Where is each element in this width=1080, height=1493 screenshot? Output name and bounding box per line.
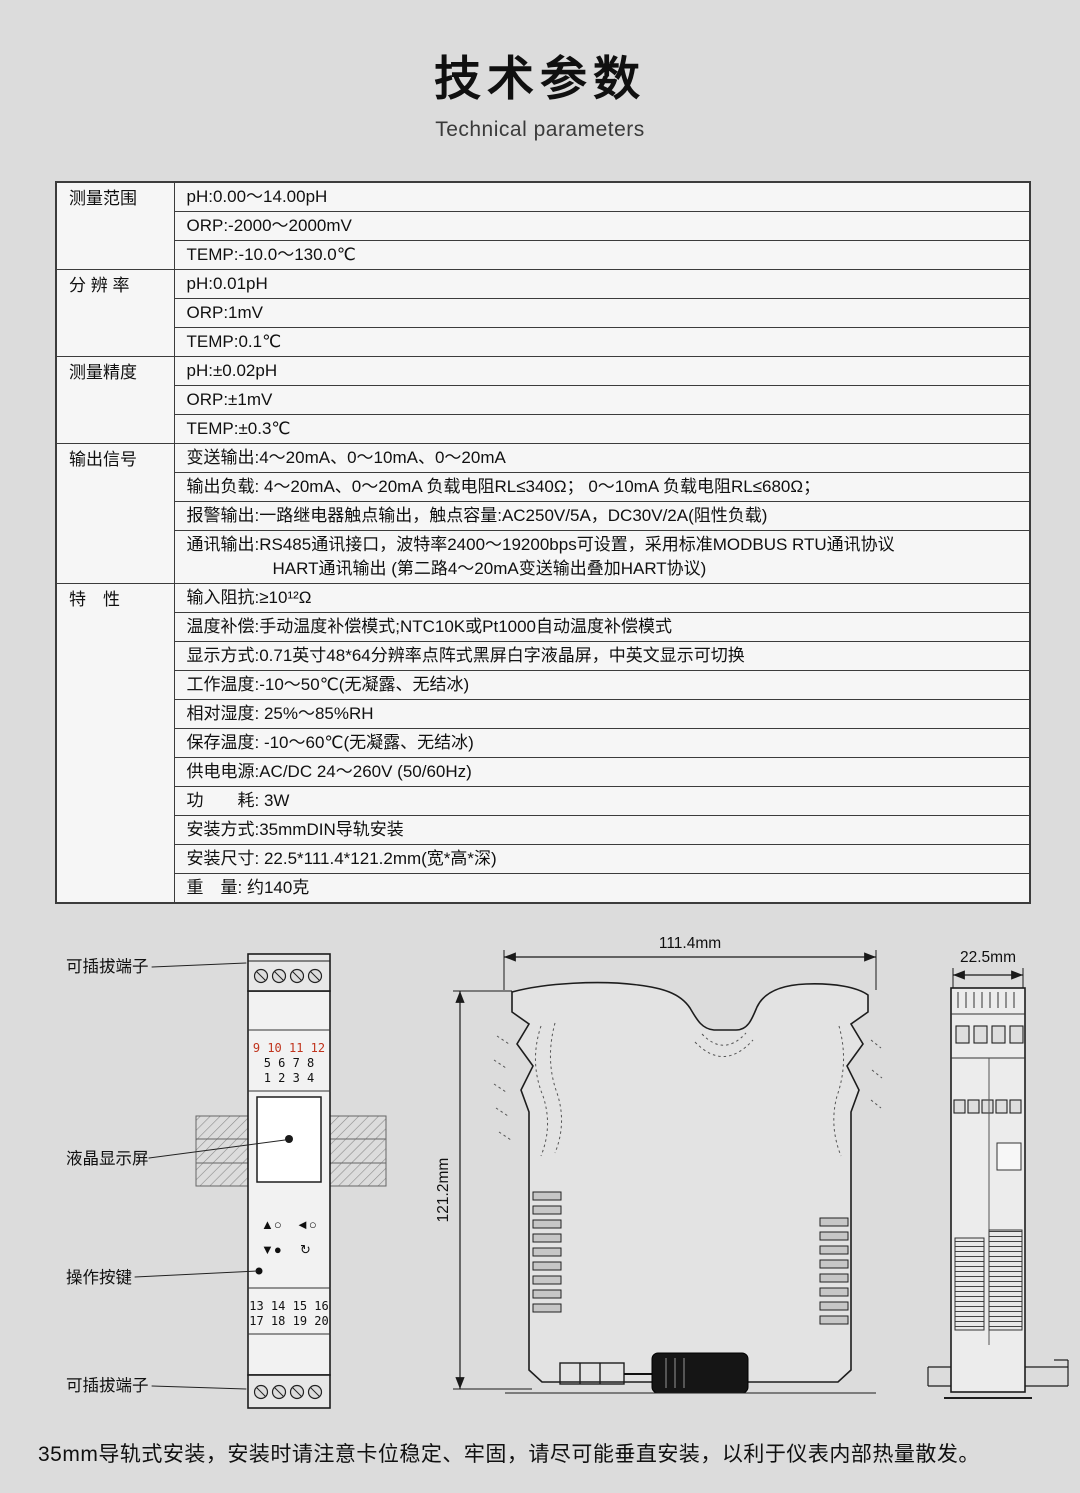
leader-lines (134, 962, 286, 1390)
spec-item: 温度补偿:手动温度补偿模式;NTC10K或Pt1000自动温度补偿模式 (173, 612, 1031, 642)
dim-height-label: 121.2mm (435, 1158, 452, 1223)
spec-item: 报警输出:一路继电器触点输出，触点容量:AC250V/5A，DC30V/2A(阻… (173, 501, 1031, 531)
spec-item: 相对湿度: 25%～85%RH (173, 699, 1031, 729)
end-top-comb (957, 992, 1015, 1008)
end-terminals-row1 (955, 1025, 1024, 1044)
dim-depth-label: 22.5mm (960, 949, 1016, 966)
spec-item: 工作温度:-10～50℃(无凝露、无结冰) (173, 670, 1031, 700)
terminal-numbers-row4: 13 14 15 16 (249, 1299, 328, 1313)
terminal-block-bottom (247, 1374, 331, 1409)
spec-item: 保存温度: -10～60℃(无凝露、无结冰) (173, 728, 1031, 758)
label-lcd: 液晶显示屏 (66, 1149, 149, 1168)
spec-item: 功 耗: 3W (173, 786, 1031, 816)
spec-item: pH:0.00～14.00pH (173, 181, 1031, 212)
page-title: 技术参数 (434, 52, 646, 105)
dim-height: 121.2mm (435, 990, 532, 1390)
page-subtitle: Technical parameters (435, 118, 645, 141)
page-header: 技术参数 Technical parameters (0, 40, 1080, 142)
spec-category-range: 测量范围 (55, 181, 175, 270)
spec-item: pH:±0.02pH (173, 356, 1031, 386)
spec-category-output: 输出信号 (55, 443, 175, 584)
terminal-stack-left (532, 1191, 562, 1313)
terminal-block-top (247, 953, 331, 992)
spec-table: 测量范围 pH:0.00～14.00pH ORP:-2000～2000mV TE… (55, 181, 1031, 904)
spec-item: 输入阻抗:≥10¹²Ω (173, 583, 1031, 613)
key-left-icon: ◄○ (296, 1217, 317, 1232)
comm-line-hart: HART通讯输出 (第二路4～20mA变送输出叠加HART协议) (272, 559, 707, 578)
terminal-numbers-row1: 9 10 11 12 (253, 1041, 325, 1055)
end-window (996, 1142, 1022, 1171)
spec-item: ORP:±1mV (173, 385, 1031, 415)
spec-item-communication: 通讯输出:RS485通讯接口，波特率2400～19200bps可设置，采用标准M… (173, 530, 1031, 584)
flex-clip-details (493, 1022, 883, 1157)
key-down-icon: ▼● (261, 1242, 282, 1257)
label-terminal-top: 可插拔端子 (66, 957, 149, 976)
key-up-icon: ▲○ (261, 1217, 282, 1232)
terminal-numbers-row2: 5 6 7 8 (264, 1056, 315, 1070)
terminal-numbers-row5: 17 18 19 20 (249, 1314, 328, 1328)
spec-item: 安装尺寸: 22.5*111.4*121.2mm(宽*高*深) (173, 844, 1031, 874)
side-outline (511, 981, 869, 1383)
spec-item: 变送输出:4～20mA、0～10mA、0～20mA (173, 443, 1031, 473)
spec-item: 显示方式:0.71英寸48*64分辨率点阵式黑屏白字液晶屏，中英文显示可切换 (173, 641, 1031, 671)
lcd-dot (285, 1135, 293, 1143)
dim-width-label: 111.4mm (659, 935, 721, 952)
terminal-numbers-row3: 1 2 3 4 (264, 1071, 315, 1085)
spec-item: TEMP:-10.0～130.0℃ (173, 240, 1031, 270)
end-terminals-row2 (953, 1099, 1022, 1114)
end-view: 22.5mm (927, 949, 1069, 1399)
device-diagram: 9 10 11 12 5 6 7 8 1 2 3 4 ▲○ ◄○ ▼● ↻ 13… (66, 935, 1069, 1409)
spec-item: 重 量: 约140克 (173, 873, 1031, 904)
din-rail-front (195, 1115, 387, 1187)
spec-category-accuracy: 测量精度 (55, 356, 175, 444)
spec-category-resolution: 分 辨 率 (55, 269, 175, 357)
label-keys: 操作按键 (66, 1268, 132, 1287)
dim-depth: 22.5mm (952, 949, 1024, 988)
spec-category-features: 特 性 (55, 583, 175, 904)
install-note: 35mm导轨式安装，安装时请注意卡位稳定、牢固，请尽可能垂直安装，以利于仪表内部… (38, 1443, 980, 1466)
terminal-stack-right (819, 1217, 849, 1325)
front-view: 9 10 11 12 5 6 7 8 1 2 3 4 ▲○ ◄○ ▼● ↻ 13… (66, 953, 387, 1409)
end-body (950, 987, 1026, 1393)
spec-item: pH:0.01pH (173, 269, 1031, 299)
connector-block (624, 1352, 749, 1394)
module-body (247, 990, 331, 1376)
spec-item: 供电电源:AC/DC 24～260V (50/60Hz) (173, 757, 1031, 787)
key-enter-icon: ↻ (300, 1242, 311, 1257)
end-vent-left (954, 1237, 985, 1331)
comm-line-rs485: 通讯输出:RS485通讯接口，波特率2400～19200bps可设置，采用标准M… (186, 535, 895, 554)
side-view: 111.4mm 121.2mm (435, 935, 883, 1394)
spec-item: 输出负载: 4～20mA、0～20mA 负载电阻RL≤340Ω； 0～10mA … (173, 472, 1031, 502)
spec-item: 安装方式:35mmDIN导轨安装 (173, 815, 1031, 845)
dim-width: 111.4mm (503, 935, 877, 990)
spec-item: TEMP:±0.3℃ (173, 414, 1031, 444)
spec-item: ORP:1mV (173, 298, 1031, 328)
spec-item: TEMP:0.1℃ (173, 327, 1031, 357)
spec-item: ORP:-2000～2000mV (173, 211, 1031, 241)
label-terminal-bottom: 可插拔端子 (66, 1376, 149, 1395)
end-vent-right (988, 1229, 1023, 1331)
key-indicator-dot (255, 1267, 263, 1275)
